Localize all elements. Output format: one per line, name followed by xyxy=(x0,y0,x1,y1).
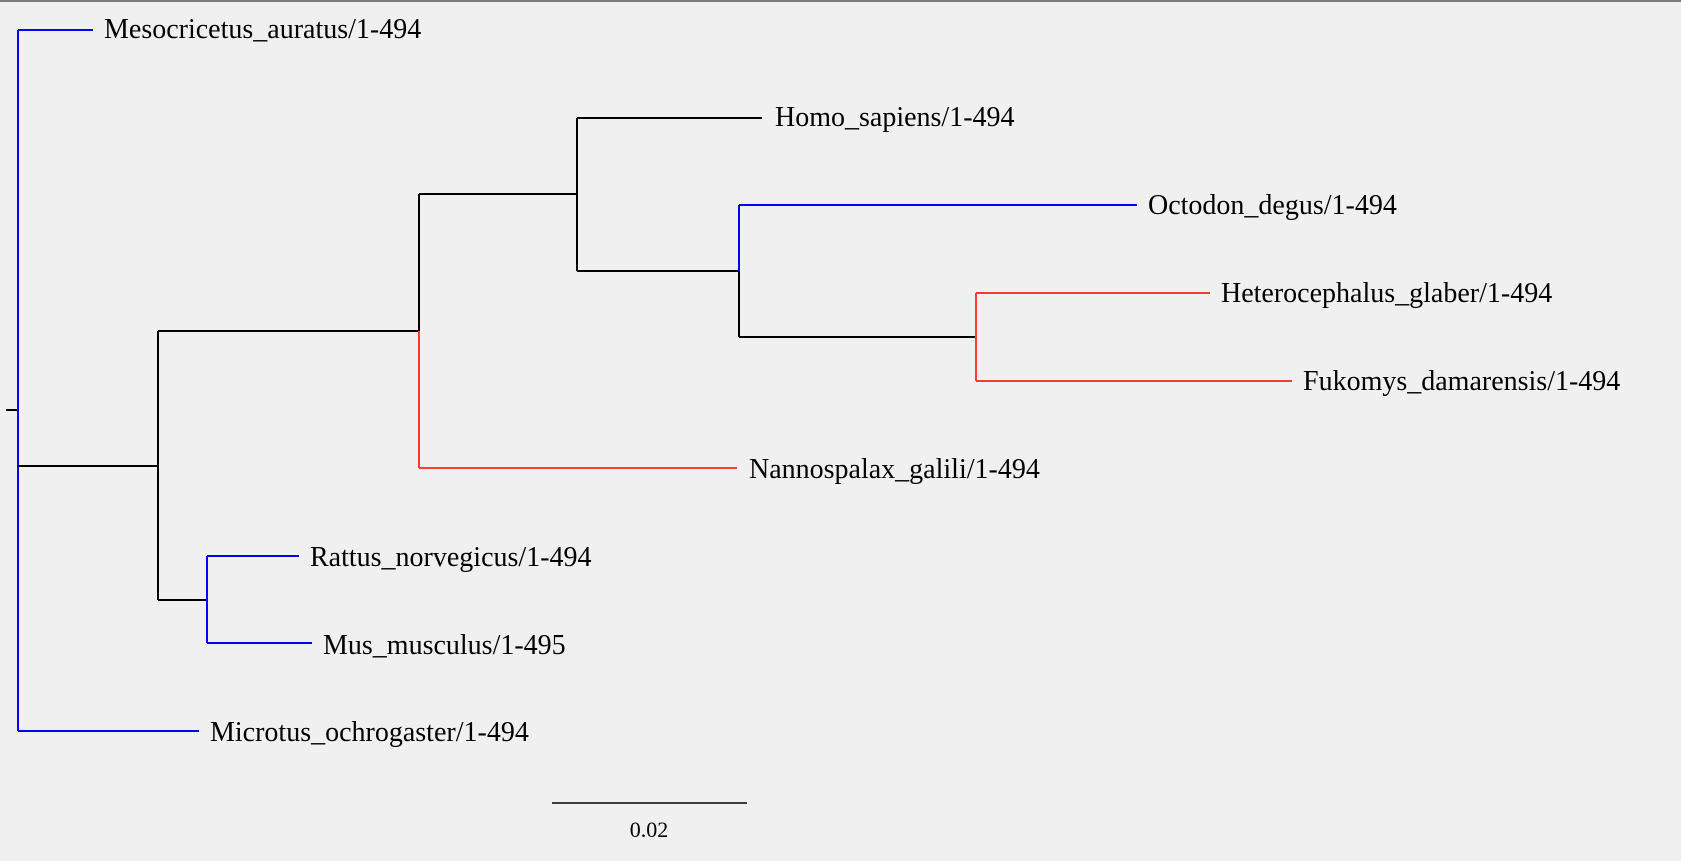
leaf-label-fukomys: Fukomys_damarensis/1-494 xyxy=(1303,366,1620,397)
leaf-label-nannospalax: Nannospalax_galili/1-494 xyxy=(749,454,1040,485)
leaf-label-microtus: Microtus_ochrogaster/1-494 xyxy=(210,717,529,748)
leaf-label-heterocephalus: Heterocephalus_glaber/1-494 xyxy=(1221,278,1552,309)
leaf-label-mus: Mus_musculus/1-495 xyxy=(323,630,566,661)
leaf-label-rattus: Rattus_norvegicus/1-494 xyxy=(310,542,592,573)
leaf-label-homo: Homo_sapiens/1-494 xyxy=(775,102,1015,133)
window-top-border xyxy=(0,0,1681,2)
scale-bar-label: 0.02 xyxy=(630,817,669,842)
leaf-label-mesocricetus: Mesocricetus_auratus/1-494 xyxy=(104,14,421,45)
leaf-label-octodon: Octodon_degus/1-494 xyxy=(1148,190,1397,221)
